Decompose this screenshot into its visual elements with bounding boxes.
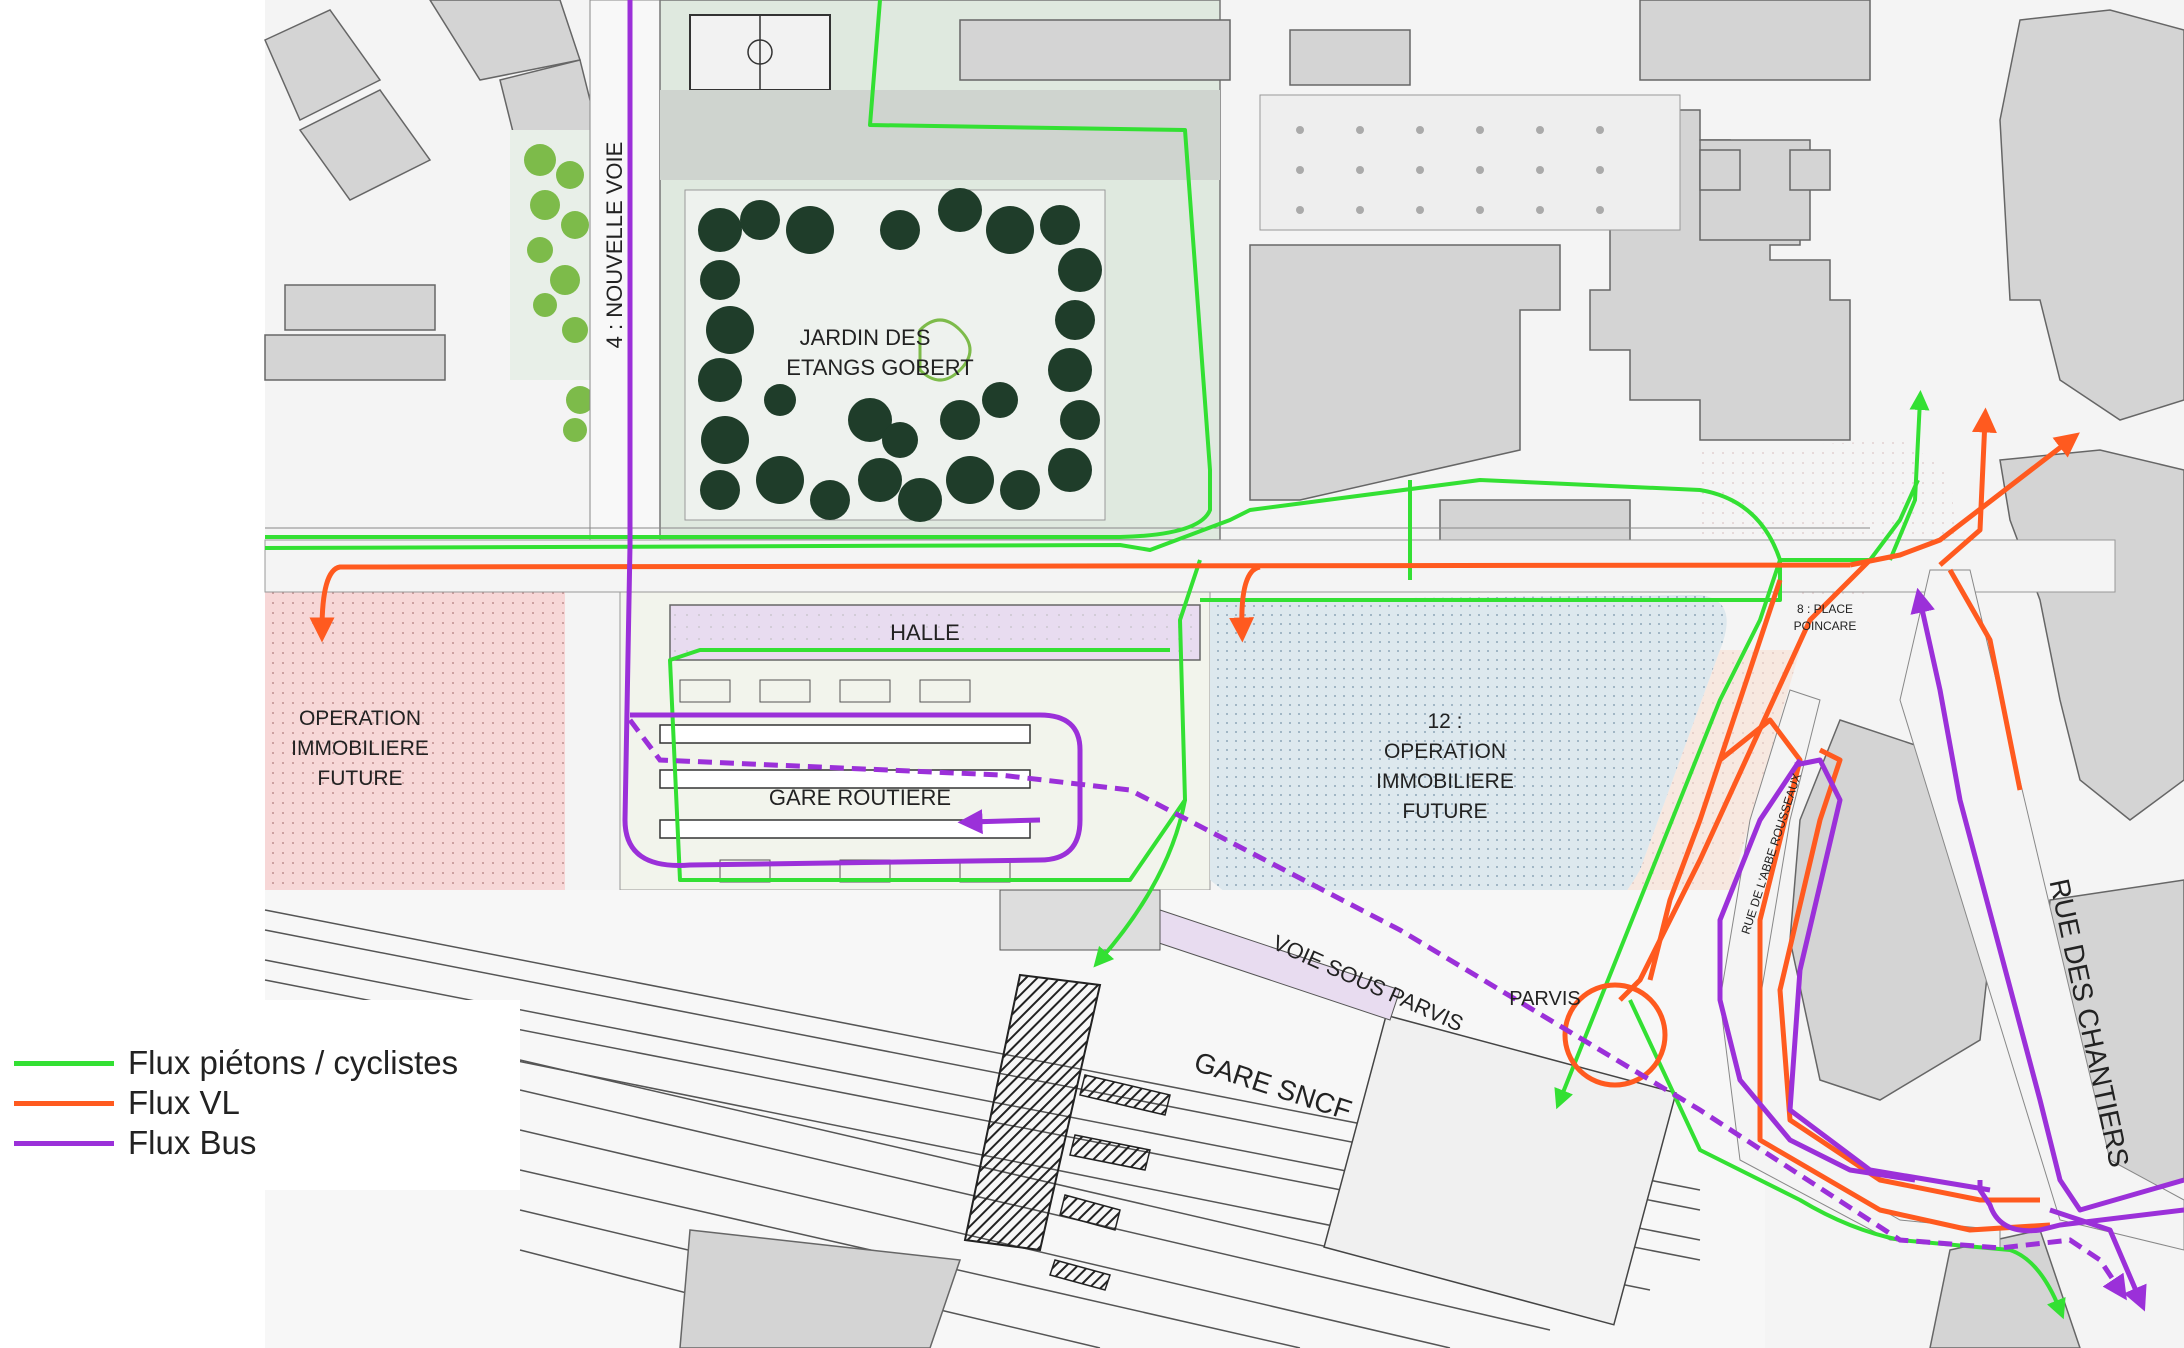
- label-gare-routiere: GARE ROUTIERE: [769, 785, 951, 810]
- platform-shelters: [1049, 1074, 1171, 1291]
- flow-bus: [622, 0, 2184, 1312]
- legend-label-pedestrian: Flux piétons / cyclistes: [128, 1044, 459, 1081]
- label-operation-right-2: IMMOBILIERE: [1376, 770, 1514, 793]
- bus-platforms: [659, 724, 1031, 839]
- label-parvis: PARVIS: [1509, 988, 1581, 1010]
- label-operation-left-2: IMMOBILIERE: [291, 737, 429, 760]
- legend-label-vehicle: Flux VL: [128, 1084, 240, 1121]
- legend-swatch-pedestrian: [14, 1060, 114, 1066]
- plaza-grey: [660, 90, 1220, 180]
- buildings-top-right: [959, 0, 1871, 546]
- plaza-tree-grid: [1296, 126, 1604, 214]
- label-nouvelle-voie: 4 : NOUVELLE VOIE: [602, 142, 627, 349]
- label-operation-right-0: 12 :: [1427, 710, 1462, 733]
- station-building: [1323, 1014, 1677, 1326]
- legend-item-pedestrian: Flux piétons / cyclistes: [14, 1044, 458, 1082]
- legend-label-bus: Flux Bus: [128, 1124, 257, 1161]
- top-right-plaza: [1259, 94, 1681, 231]
- label-place-poincare-2: POINCARE: [1794, 619, 1857, 633]
- label-operation-right-1: OPERATION: [1384, 740, 1506, 763]
- lower-left-buildings: [679, 1229, 962, 1348]
- label-jardin-1: JARDIN DES: [800, 325, 931, 350]
- label-operation-left-1: OPERATION: [299, 707, 421, 730]
- label-halle: HALLE: [890, 620, 960, 645]
- legend: Flux piétons / cyclistes Flux VL Flux Bu…: [0, 1000, 520, 1190]
- flow-pedestrian: [264, 0, 2066, 1320]
- flow-bus-dashed: [628, 718, 2127, 1301]
- footbridge: [963, 973, 1102, 1252]
- flow-vehicle: [309, 407, 2080, 1233]
- label-operation-right-3: FUTURE: [1402, 800, 1487, 823]
- legend-item-vehicle: Flux VL: [14, 1084, 240, 1122]
- legend-swatch-vehicle: [14, 1100, 114, 1106]
- label-jardin-2: ETANGS GOBERT: [786, 355, 973, 380]
- jardin-trees: [698, 188, 1102, 522]
- label-operation-left-3: FUTURE: [317, 767, 402, 790]
- legend-swatch-bus: [14, 1140, 114, 1146]
- label-place-poincare-1: 8 : PLACE: [1797, 602, 1853, 616]
- legend-item-bus: Flux Bus: [14, 1124, 256, 1162]
- trees-left-column: [524, 144, 594, 442]
